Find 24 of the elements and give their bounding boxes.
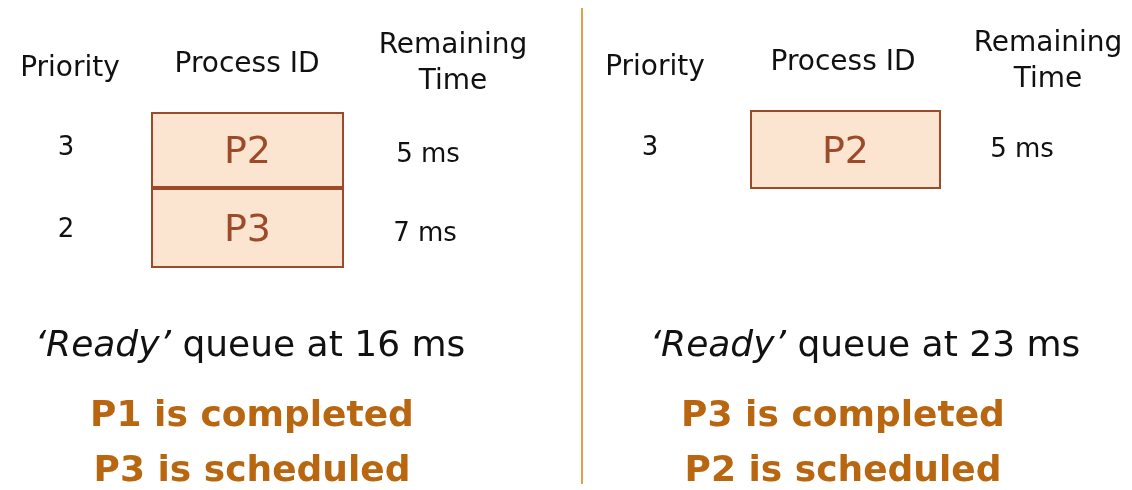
process-id: P3 [223,206,272,250]
priority-value: 3 [641,131,659,161]
queue-cell [151,112,344,188]
queue-caption: ‘Ready’ queue at 23 ms [649,322,1081,364]
process-id: P2 [223,128,272,172]
column-header: Remaining Time [377,25,529,98]
column-header: Process ID [174,45,320,79]
priority-value: 2 [57,213,75,243]
status-text: P3 is scheduled [93,447,411,489]
status-text: P1 is completed [90,392,414,434]
queue-cell [151,188,344,268]
status-text: P2 is scheduled [684,447,1002,489]
remaining-time-value: 5 ms [990,133,1054,163]
column-header: Priority [605,48,705,82]
priority-value: 3 [57,131,75,161]
column-header: Priority [20,49,120,83]
remaining-time-value: 5 ms [396,138,460,168]
queue-cell [750,110,941,189]
status-text: P3 is completed [681,392,1005,434]
column-header: Process ID [770,43,916,77]
queue-caption: ‘Ready’ queue at 16 ms [34,322,466,364]
remaining-time-value: 7 ms [393,217,457,247]
process-id: P2 [821,127,870,172]
column-header: Remaining Time [972,23,1124,96]
